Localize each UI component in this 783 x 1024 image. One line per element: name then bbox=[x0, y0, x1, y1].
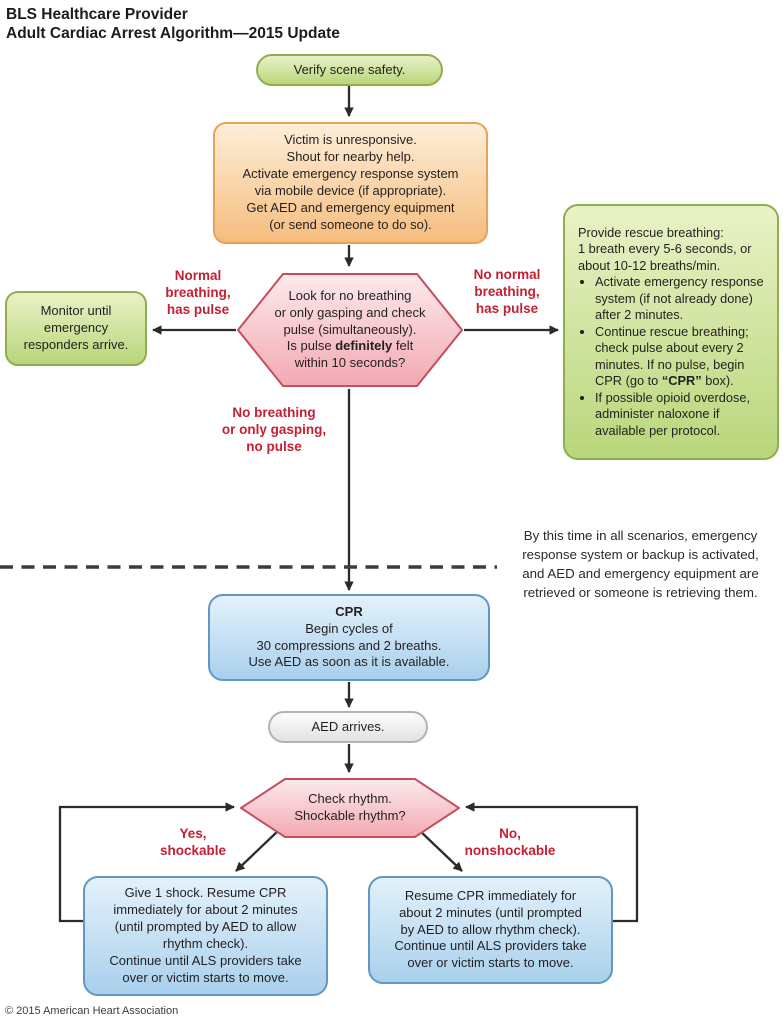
rescue-intro: Provide rescue breathing: 1 breath every… bbox=[578, 224, 752, 273]
loop-shock-to-rhythm bbox=[58, 802, 235, 923]
rescue-bullet-list: Activate emergency response system (if n… bbox=[578, 274, 765, 439]
page-title-line2: Adult Cardiac Arrest Algorithm—2015 Upda… bbox=[6, 25, 340, 43]
cpr-body: Begin cycles of 30 compressions and 2 br… bbox=[248, 620, 450, 670]
page-title-line1: BLS Healthcare Provider bbox=[6, 6, 188, 23]
loop-resume-to-rhythm bbox=[465, 802, 639, 923]
arrow-rhythm-to-resume bbox=[418, 829, 463, 872]
node-give-shock-resume-cpr: Give 1 shock. Resume CPR immediately for… bbox=[83, 876, 328, 996]
node-text: Resume CPR immediately for about 2 minut… bbox=[394, 887, 587, 971]
node-text: Monitor until emergency responders arriv… bbox=[23, 303, 129, 352]
decision-text-question: Is pulse definitely felt bbox=[286, 338, 414, 354]
node-victim-unresponsive: Victim is unresponsive. Shout for nearby… bbox=[213, 122, 488, 244]
decision-shockable-rhythm: Check rhythm. Shockable rhythm? bbox=[240, 777, 460, 839]
hexagon-shape bbox=[237, 273, 463, 387]
decision-text-bottom: within 10 seconds? bbox=[294, 355, 406, 371]
node-text: AED arrives. bbox=[311, 718, 385, 734]
cpr-heading: CPR bbox=[335, 603, 363, 619]
label-no-normal-breathing-has-pulse: No normal breathing, has pulse bbox=[473, 267, 541, 316]
label-no-breathing-no-pulse: No breathing or only gasping, no pulse bbox=[221, 405, 327, 454]
decision-text-top: Look for no breathing or only gasping an… bbox=[274, 287, 426, 337]
decision-text: Check rhythm. Shockable rhythm? bbox=[294, 791, 406, 823]
rescue-bullet-continue: Continue rescue breathing; check pulse a… bbox=[595, 324, 765, 390]
node-verify-scene-safety: Verify scene safety. bbox=[256, 54, 443, 86]
label-normal-breathing-has-pulse: Normal breathing, has pulse bbox=[165, 268, 231, 317]
hexagon-shape bbox=[240, 778, 460, 838]
rescue-bullet-activate: Activate emergency response system (if n… bbox=[595, 274, 765, 324]
node-resume-cpr: Resume CPR immediately for about 2 minut… bbox=[368, 876, 613, 984]
arrow-rhythm-to-shock bbox=[235, 829, 280, 872]
decision-text: Look for no breathing or only gasping an… bbox=[237, 272, 463, 388]
rescue-bullet-opioid: If possible opioid overdose, administer … bbox=[595, 390, 765, 440]
footer-copyright: © 2015 American Heart Association bbox=[5, 1005, 179, 1017]
node-rescue-breathing: Provide rescue breathing: 1 breath every… bbox=[563, 204, 779, 460]
node-text: Victim is unresponsive. Shout for nearby… bbox=[242, 132, 459, 232]
decision-pulse-check: Look for no breathing or only gasping an… bbox=[237, 272, 463, 388]
node-text: Verify scene safety. bbox=[293, 61, 406, 77]
node-text: Give 1 shock. Resume CPR immediately for… bbox=[109, 885, 302, 985]
node-cpr: CPR Begin cycles of 30 compressions and … bbox=[208, 594, 490, 681]
label-yes-shockable: Yes, shockable bbox=[159, 826, 227, 858]
node-aed-arrives: AED arrives. bbox=[268, 711, 428, 743]
node-monitor-until-responders: Monitor until emergency responders arriv… bbox=[5, 291, 147, 366]
page-title: BLS Healthcare Provider Adult Cardiac Ar… bbox=[6, 5, 340, 44]
scenario-note: By this time in all scenarios, emergency… bbox=[522, 528, 759, 600]
label-no-nonshockable: No, nonshockable bbox=[464, 826, 556, 858]
